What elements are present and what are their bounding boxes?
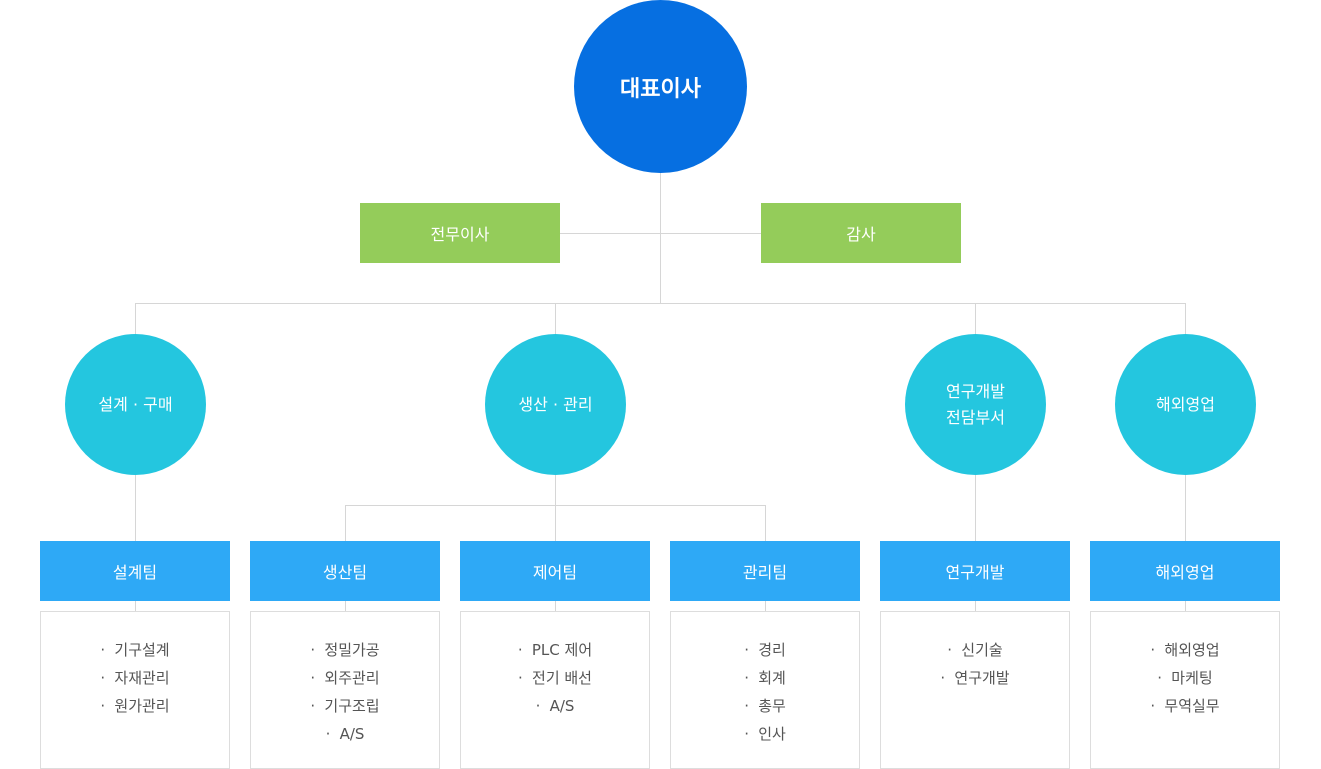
team-node-overseas-sales: 해외영업 bbox=[1090, 541, 1280, 601]
duty-list: ·정밀가공 ·외주관리 ·기구조립 ·A/S bbox=[251, 612, 439, 748]
duty-item: ·기구조립 bbox=[310, 692, 379, 720]
team-node-rnd: 연구개발 bbox=[880, 541, 1070, 601]
bullet-icon: · bbox=[744, 697, 749, 715]
division-node-design-purchasing: 설계 · 구매 bbox=[65, 334, 206, 475]
executive-label: 감사 bbox=[846, 225, 876, 244]
bullet-icon: · bbox=[310, 641, 316, 659]
duty-item: ·외주관리 bbox=[310, 664, 379, 692]
team-node-design: 설계팀 bbox=[40, 541, 230, 601]
ceo-node: 대표이사 bbox=[574, 0, 747, 173]
team-label: 설계팀 bbox=[112, 563, 158, 582]
bullet-icon: · bbox=[1157, 669, 1163, 687]
team-node-control: 제어팀 bbox=[460, 541, 650, 601]
bullet-icon: · bbox=[100, 669, 106, 687]
duty-box-rnd: ·신기술 ·연구개발 bbox=[880, 611, 1070, 769]
bullet-icon: · bbox=[744, 725, 749, 743]
duty-box-design: ·기구설계 ·자재관리 ·원가관리 bbox=[40, 611, 230, 769]
bullet-icon: · bbox=[310, 697, 316, 715]
duty-list: ·해외영업 ·마케팅 ·무역실무 bbox=[1091, 612, 1279, 720]
duty-item: ·자재관리 bbox=[100, 664, 169, 692]
team-label: 제어팀 bbox=[532, 563, 578, 582]
ceo-label: 대표이사 bbox=[620, 76, 701, 102]
duty-box-management: ·경리 ·회계 ·총무 ·인사 bbox=[670, 611, 860, 769]
duty-box-control: ·PLC 제어 ·전기 배선 ·A/S bbox=[460, 611, 650, 769]
duty-item: ·무역실무 bbox=[1150, 692, 1219, 720]
duty-item: ·회계 bbox=[744, 664, 786, 692]
duty-list: ·경리 ·회계 ·총무 ·인사 bbox=[671, 612, 859, 748]
team-label: 연구개발 bbox=[945, 563, 1005, 582]
duty-item: ·마케팅 bbox=[1157, 664, 1212, 692]
bullet-icon: · bbox=[1150, 697, 1156, 715]
duty-item: ·신기술 bbox=[947, 636, 1002, 664]
division-label-line-1: 연구개발 bbox=[946, 381, 1005, 401]
executive-node-managing-director: 전무이사 bbox=[360, 203, 560, 263]
duty-list: ·신기술 ·연구개발 bbox=[881, 612, 1069, 692]
duty-item: ·총무 bbox=[744, 692, 786, 720]
duty-item: ·인사 bbox=[744, 720, 786, 748]
team-label: 생산팀 bbox=[322, 563, 368, 582]
division-node-production-management: 생산 · 관리 bbox=[485, 334, 626, 475]
duty-item: ·정밀가공 bbox=[310, 636, 379, 664]
bullet-icon: · bbox=[517, 641, 523, 659]
division-label: 생산 · 관리 bbox=[518, 394, 593, 414]
duty-item: ·PLC 제어 bbox=[518, 636, 592, 664]
duty-item: ·A/S bbox=[536, 692, 575, 720]
duty-item: ·연구개발 bbox=[940, 664, 1009, 692]
division-node-overseas-sales: 해외영업 bbox=[1115, 334, 1256, 475]
division-label: 설계 · 구매 bbox=[98, 394, 173, 414]
bullet-icon: · bbox=[744, 641, 749, 659]
division-label-line-2: 전담부서 bbox=[946, 407, 1005, 427]
duty-item: ·원가관리 bbox=[100, 692, 169, 720]
bullet-icon: · bbox=[310, 669, 316, 687]
duty-item: ·A/S bbox=[326, 720, 365, 748]
bullet-icon: · bbox=[940, 669, 946, 687]
duty-list: ·기구설계 ·자재관리 ·원가관리 bbox=[41, 612, 229, 720]
team-node-production: 생산팀 bbox=[250, 541, 440, 601]
duty-item: ·전기 배선 bbox=[518, 664, 592, 692]
team-label: 관리팀 bbox=[742, 563, 788, 582]
bullet-icon: · bbox=[535, 697, 541, 715]
division-node-rnd: 연구개발 전담부서 bbox=[905, 334, 1046, 475]
executive-label: 전무이사 bbox=[430, 225, 490, 244]
bullet-icon: · bbox=[947, 641, 953, 659]
duty-box-overseas-sales: ·해외영업 ·마케팅 ·무역실무 bbox=[1090, 611, 1280, 769]
duty-item: ·경리 bbox=[744, 636, 786, 664]
team-label: 해외영업 bbox=[1155, 563, 1215, 582]
bullet-icon: · bbox=[1150, 641, 1156, 659]
bullet-icon: · bbox=[744, 669, 749, 687]
duty-item: ·기구설계 bbox=[100, 636, 169, 664]
team-node-management: 관리팀 bbox=[670, 541, 860, 601]
executive-node-auditor: 감사 bbox=[761, 203, 961, 263]
bullet-icon: · bbox=[100, 697, 106, 715]
duty-list: ·PLC 제어 ·전기 배선 ·A/S bbox=[461, 612, 649, 720]
division-label: 해외영업 bbox=[1156, 394, 1215, 414]
bullet-icon: · bbox=[100, 641, 106, 659]
duty-box-production: ·정밀가공 ·외주관리 ·기구조립 ·A/S bbox=[250, 611, 440, 769]
bullet-icon: · bbox=[518, 669, 523, 687]
bullet-icon: · bbox=[325, 725, 331, 743]
duty-item: ·해외영업 bbox=[1150, 636, 1219, 664]
